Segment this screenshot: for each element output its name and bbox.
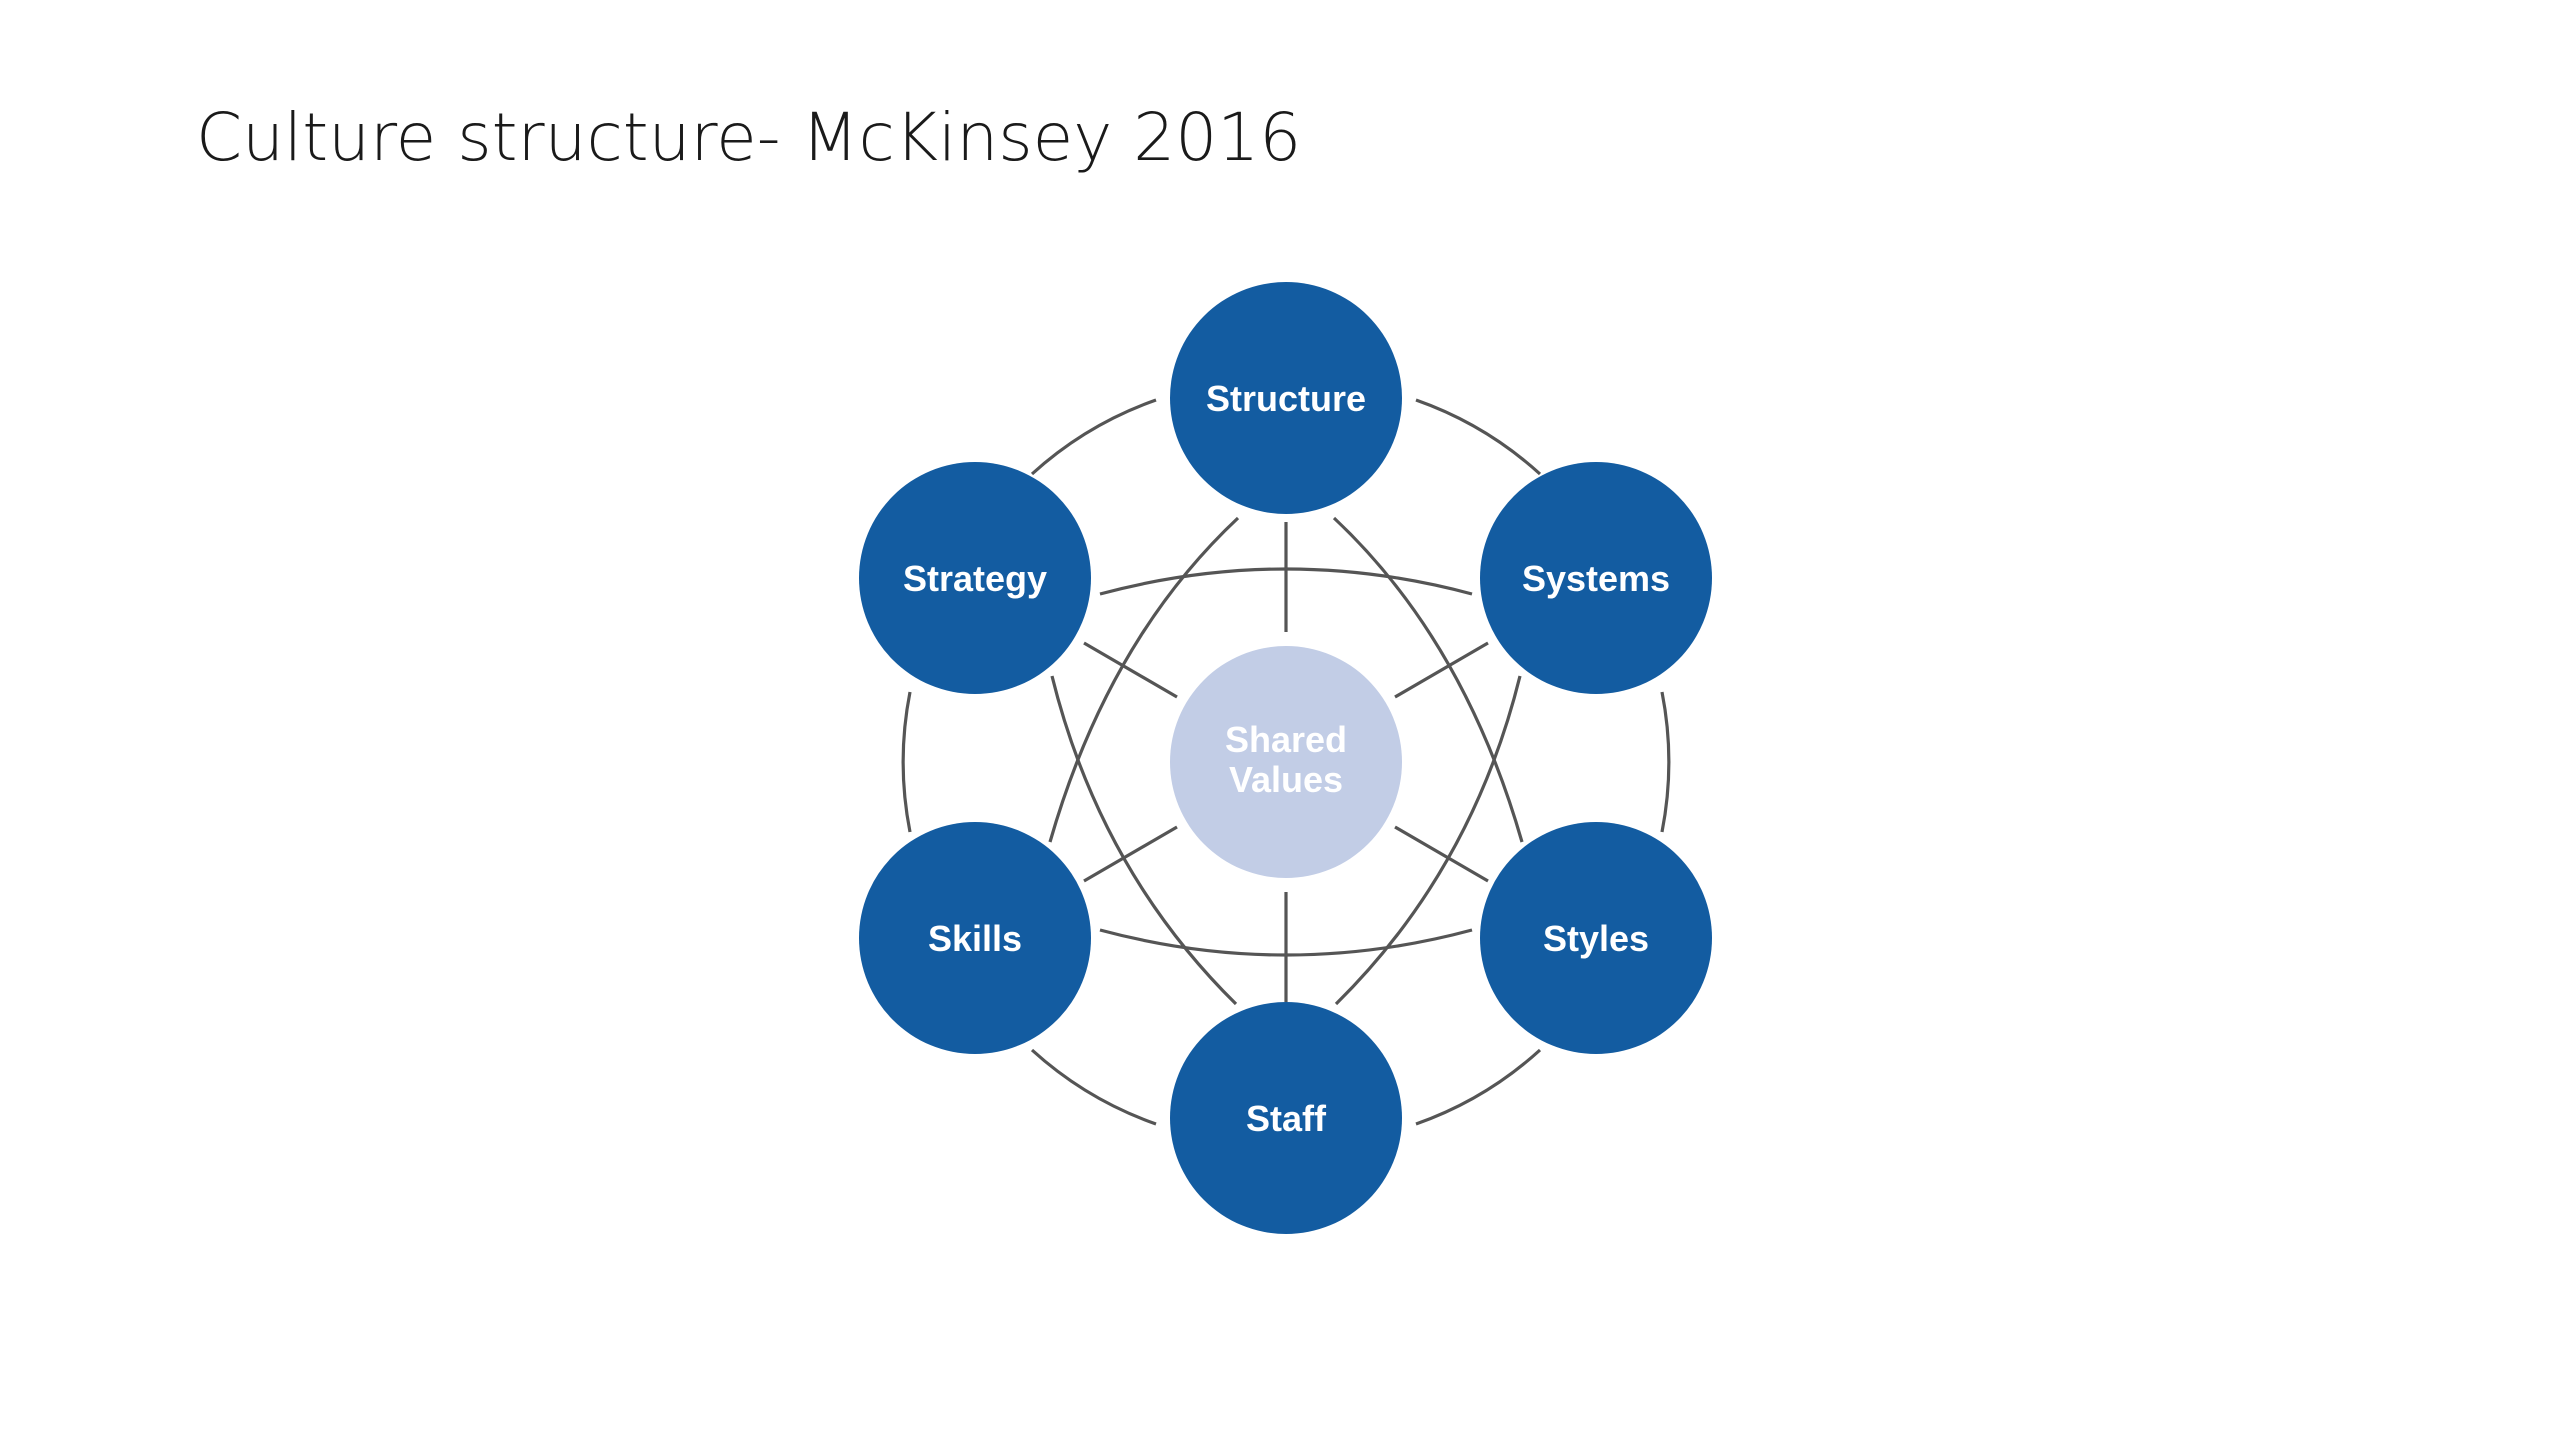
curve-skills-styles <box>1099 928 1473 957</box>
center-node: Shared Values <box>1170 646 1402 878</box>
strategy-circle <box>859 462 1091 694</box>
node-styles: Styles <box>1480 822 1712 1054</box>
skills-label: Skills <box>928 918 1022 959</box>
outer-ring <box>901 398 1671 1126</box>
spoke-skills <box>1083 825 1178 883</box>
node-structure: Structure <box>1170 282 1402 514</box>
curve-systems-staff <box>1334 675 1522 1006</box>
curve-structure-skills <box>1048 516 1240 843</box>
node-skills: Skills <box>859 822 1091 1054</box>
systems-circle <box>1480 462 1712 694</box>
node-strategy: Strategy <box>859 462 1091 694</box>
staff-circle <box>1170 1002 1402 1234</box>
spoke-strategy <box>1083 641 1178 699</box>
cross-connectors <box>1048 516 1524 1006</box>
styles-label: Styles <box>1543 918 1649 959</box>
styles-circle <box>1480 822 1712 1054</box>
arc-systems-styles <box>1660 691 1671 833</box>
shared-values-label-line1: Shared <box>1225 719 1347 760</box>
arc-strategy-structure <box>1030 398 1157 476</box>
strategy-label: Strategy <box>903 558 1047 599</box>
spoke-systems <box>1394 641 1489 699</box>
staff-label: Staff <box>1246 1098 1327 1139</box>
skills-circle <box>859 822 1091 1054</box>
systems-label: Systems <box>1522 558 1670 599</box>
arc-skills-strategy <box>901 691 912 833</box>
node-staff: Staff <box>1170 1002 1402 1234</box>
curve-strategy-systems <box>1099 567 1473 596</box>
curve-strategy-staff <box>1050 675 1238 1006</box>
shared-values-circle <box>1170 646 1402 878</box>
arc-styles-staff <box>1415 1048 1542 1126</box>
structure-circle <box>1170 282 1402 514</box>
structure-label: Structure <box>1206 378 1366 419</box>
spokes <box>1083 522 1489 1002</box>
arc-structure-systems <box>1415 398 1542 476</box>
spoke-styles <box>1394 825 1489 883</box>
arc-staff-skills <box>1030 1048 1157 1126</box>
shared-values-label-line2: Values <box>1229 759 1343 800</box>
node-systems: Systems <box>1480 462 1712 694</box>
curve-structure-styles <box>1332 516 1524 843</box>
slide-title: Culture structure- McKinsey 2016 <box>196 99 1302 176</box>
